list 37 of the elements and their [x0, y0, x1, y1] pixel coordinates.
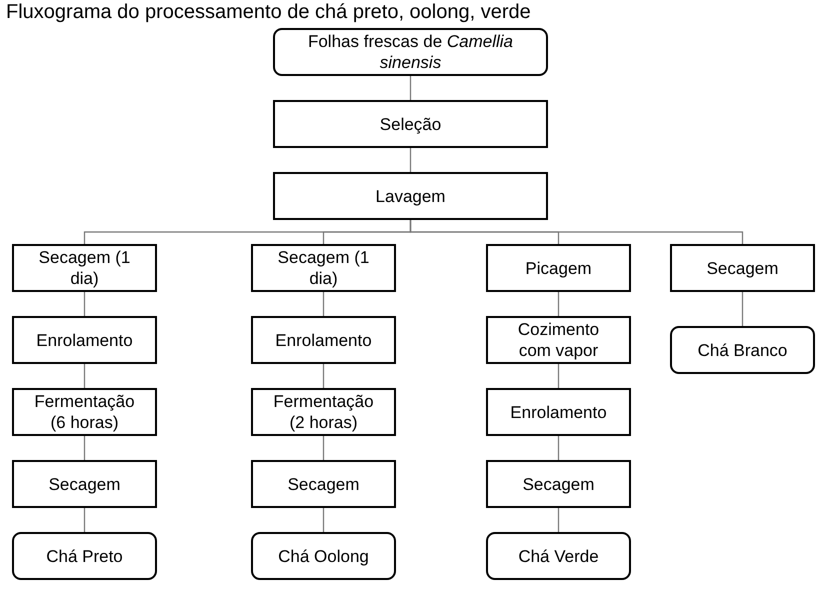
terminal-box: Chá Preto: [12, 532, 157, 580]
process-box: Secagem: [251, 460, 396, 508]
connector-line: [558, 436, 560, 460]
connector-line: [558, 364, 560, 388]
connector-line: [322, 292, 324, 316]
terminal-box: Chá Oolong: [251, 532, 396, 580]
process-box: Secagem (1 dia): [251, 244, 396, 292]
connector-line: [410, 76, 412, 100]
connector-line: [558, 508, 560, 532]
process-box: Lavagem: [273, 172, 548, 220]
connector-line: [84, 364, 86, 388]
connector-line: [84, 292, 86, 316]
process-box: Secagem: [486, 460, 631, 508]
process-box: Fermentação (6 horas): [12, 388, 157, 436]
process-box: Fermentação (2 horas): [251, 388, 396, 436]
process-box: Picagem: [486, 244, 631, 292]
connector-line: [322, 364, 324, 388]
process-box: Enrolamento: [486, 388, 631, 436]
terminal-box: Folhas frescas de Camellia sinensis: [273, 28, 548, 76]
terminal-box: Chá Branco: [670, 326, 815, 374]
process-box: Secagem: [12, 460, 157, 508]
title: Fluxograma do processamento de chá preto, oolong, verde: [6, 0, 531, 24]
connector-line: [322, 508, 324, 532]
connector-line: [322, 436, 324, 460]
connector-line: [410, 148, 412, 172]
process-box: Seleção: [273, 100, 548, 148]
connector-line: [84, 436, 86, 460]
connector-line: [410, 220, 744, 244]
process-box: Cozimento com vapor: [486, 316, 631, 364]
connector-line: [84, 508, 86, 532]
terminal-box: Chá Verde: [486, 532, 631, 580]
process-box: Secagem (1 dia): [12, 244, 157, 292]
connector-line: [742, 292, 744, 326]
process-box: Secagem: [670, 244, 815, 292]
process-box: Enrolamento: [251, 316, 396, 364]
process-box: Enrolamento: [12, 316, 157, 364]
connector-line: [558, 292, 560, 316]
